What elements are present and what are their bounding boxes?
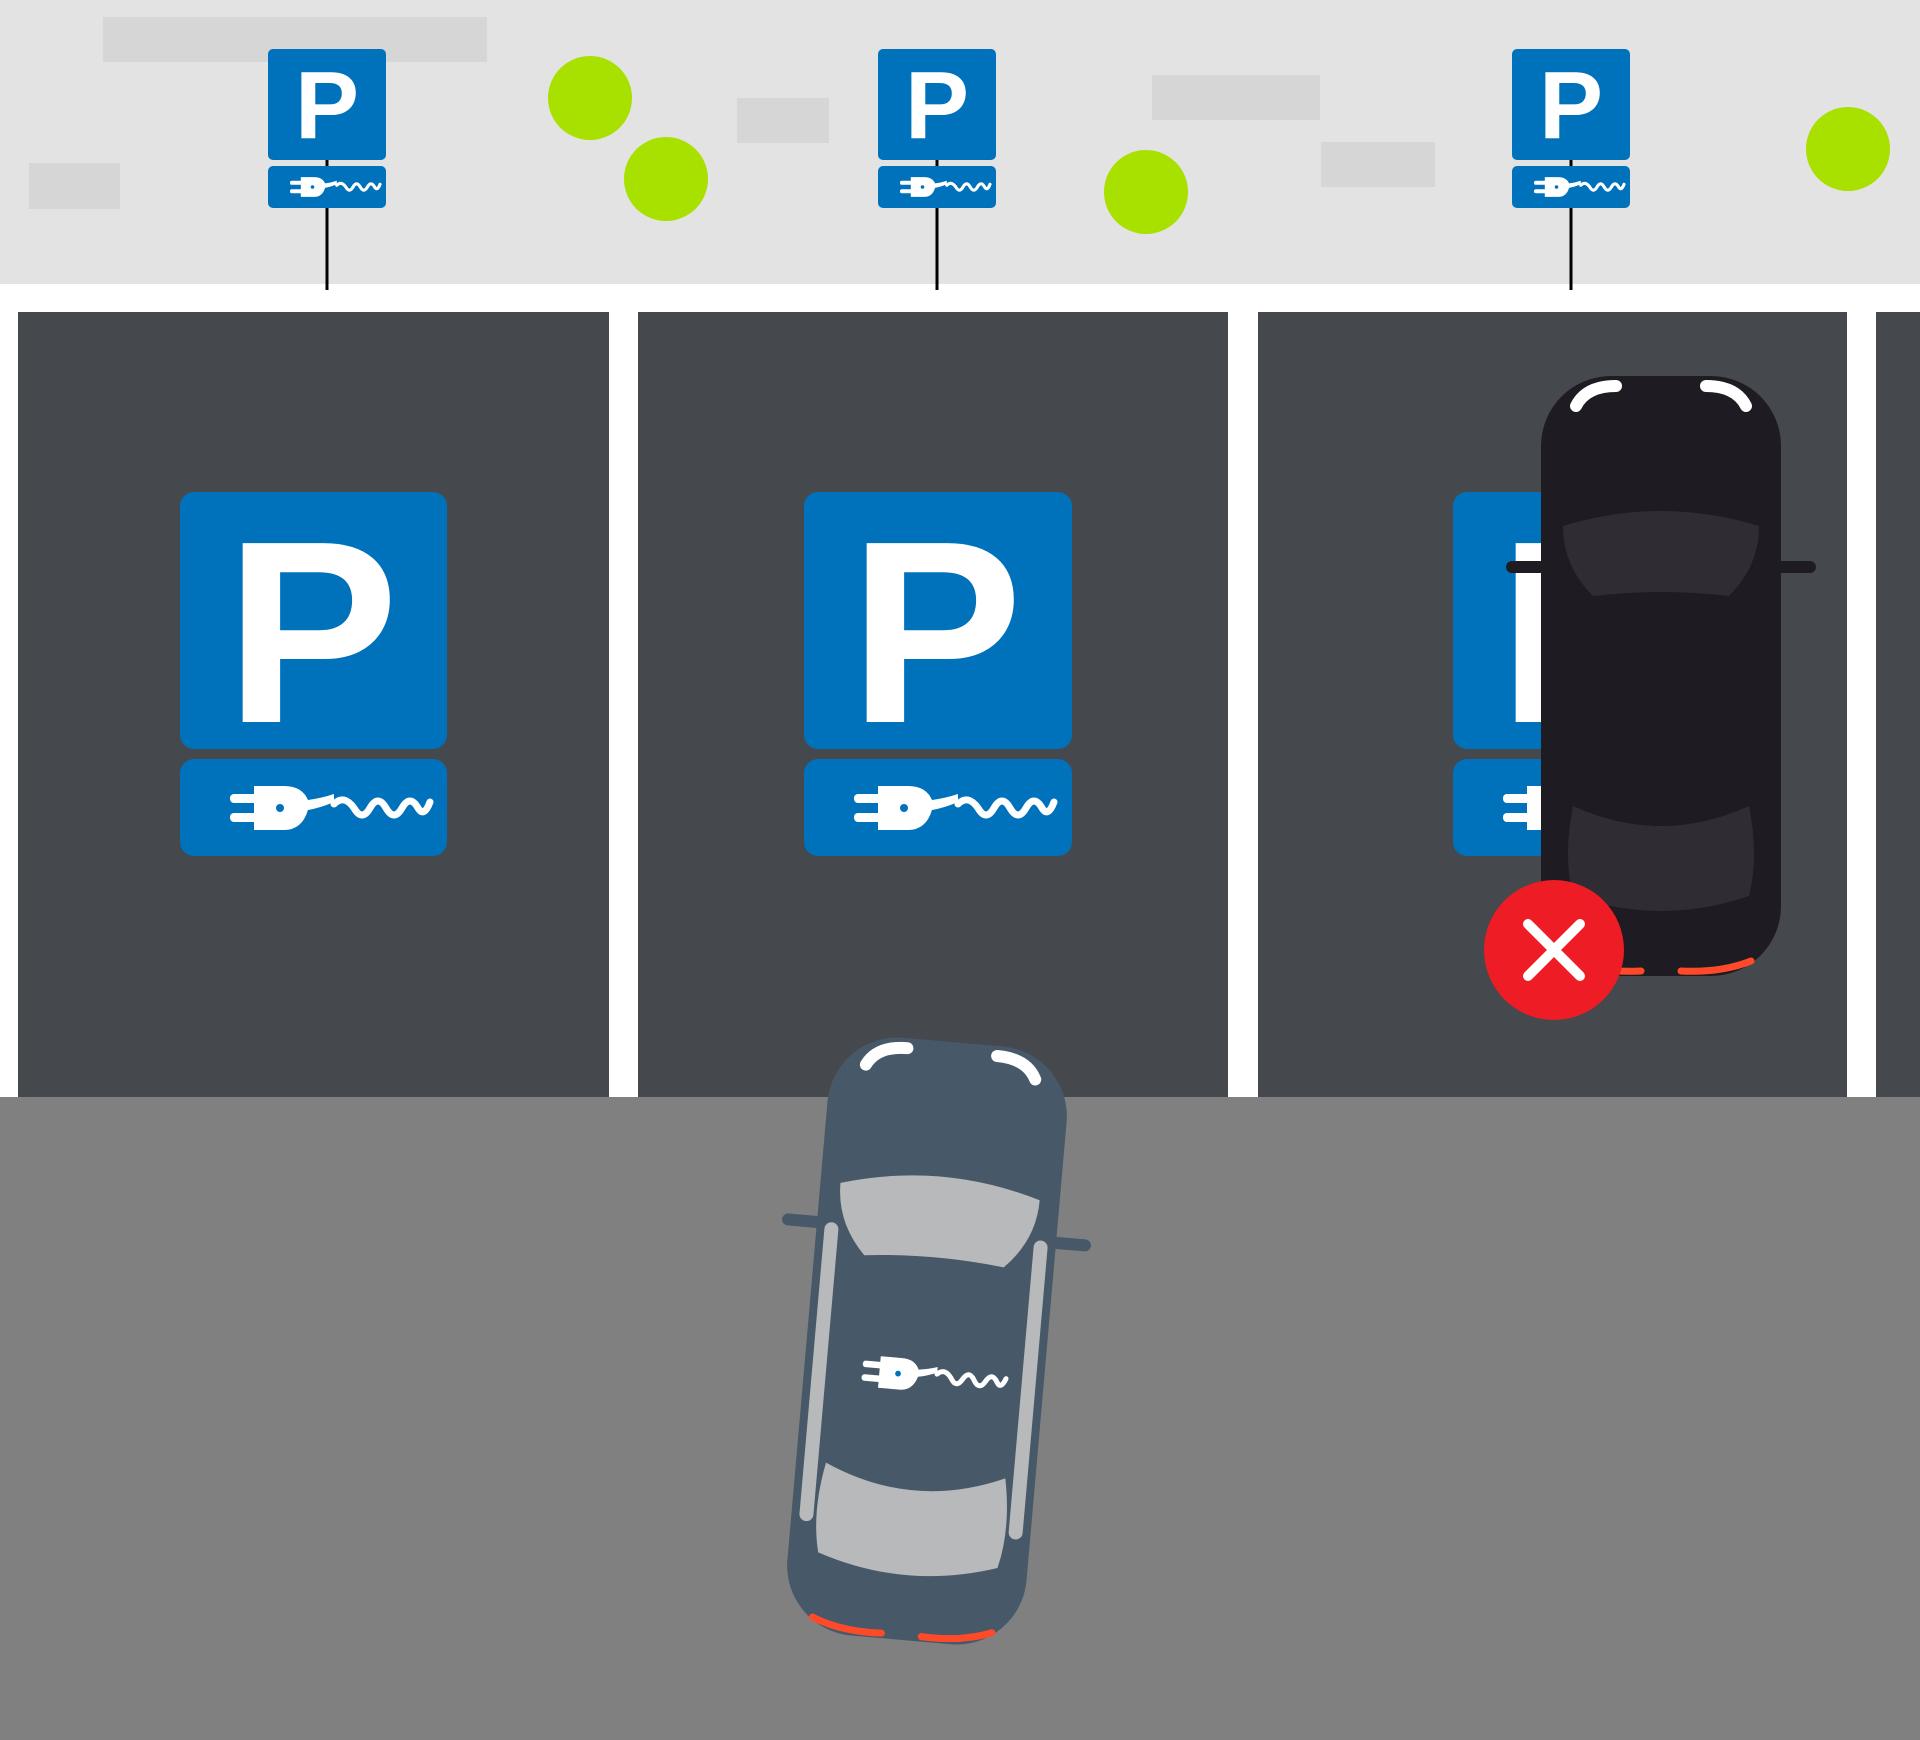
svg-text:P: P	[295, 52, 359, 159]
parked-car: #scene .pc .glass{fill:#2e2b33;}	[1506, 376, 1816, 976]
svg-text:P: P	[1539, 52, 1603, 159]
ground-sign-1: P	[180, 488, 447, 856]
trees	[548, 56, 1890, 234]
svg-text:P: P	[225, 488, 398, 778]
pole-sign-3: P	[1512, 49, 1630, 290]
pole-signs: P P P	[268, 49, 1630, 290]
svg-text:P: P	[849, 488, 1022, 778]
pole-sign-2: P	[878, 49, 996, 290]
tree	[1806, 107, 1890, 191]
svg-text:P: P	[905, 52, 969, 159]
tree	[548, 56, 632, 140]
x-icon	[1484, 880, 1624, 1020]
pole-sign-1: P	[268, 49, 386, 290]
tree	[624, 137, 708, 221]
parking-spots	[18, 312, 1920, 1097]
tree	[1104, 150, 1188, 234]
ground-sign-2: P	[804, 488, 1072, 856]
placeholder-blocks	[29, 17, 1435, 209]
parking-spot-4	[1876, 312, 1920, 1097]
ev-car	[746, 1029, 1107, 1654]
curb-line	[0, 284, 1920, 312]
